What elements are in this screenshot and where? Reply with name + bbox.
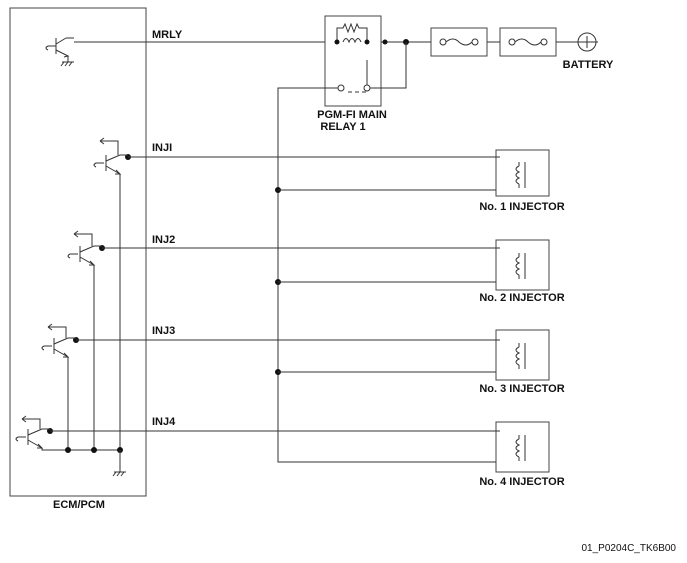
inj3-wire <box>68 337 500 341</box>
injector-2: No. 2 INJECTOR <box>479 239 565 304</box>
main-relay-box <box>324 15 382 107</box>
inj2-wire <box>94 245 500 249</box>
ecm-pcm-box <box>9 7 147 497</box>
inj3-signal-label: INJ3 <box>152 325 175 337</box>
inj4-signal-label: INJ4 <box>152 416 176 428</box>
fuse-icon <box>430 27 488 57</box>
main-relay: PGM-FI MAIN RELAY 1 <box>317 15 387 133</box>
battery-icon <box>577 32 597 52</box>
battery-label: BATTERY <box>563 59 614 71</box>
relay-label-line1: PGM-FI MAIN <box>317 109 387 121</box>
mrly-signal-label: MRLY <box>152 29 183 41</box>
inj3-transistor-icon <box>41 323 70 358</box>
injector-1-label: No. 1 INJECTOR <box>479 201 564 213</box>
fuse-icon <box>499 27 557 57</box>
ecm-pcm-label: ECM/PCM <box>53 499 105 511</box>
mrly-transistor-icon <box>45 37 74 67</box>
injector-2-label: No. 2 INJECTOR <box>479 292 564 304</box>
inj1-transistor-icon <box>93 137 122 175</box>
injector-4-label: No. 4 INJECTOR <box>479 476 564 488</box>
relay-label-line2: RELAY 1 <box>320 121 365 133</box>
inj4-transistor-icon <box>15 415 44 449</box>
figure-code: 01_P0204C_TK6B00 <box>581 543 676 554</box>
inj2-signal-label: INJ2 <box>152 234 175 246</box>
injector-3: No. 3 INJECTOR <box>479 329 565 395</box>
relay-switch-wire <box>370 42 407 89</box>
injector-1: No. 1 INJECTOR <box>479 149 565 213</box>
injector-supply-wire <box>277 87 500 463</box>
injector-3-label: No. 3 INJECTOR <box>479 383 564 395</box>
injector-4: No. 4 INJECTOR <box>479 421 565 488</box>
relay-coil-icon <box>342 38 362 44</box>
ecm-pcm-module: ECM/PCM <box>9 7 147 511</box>
inj1-signal-label: INJI <box>152 142 172 154</box>
inj4-wire <box>42 428 500 432</box>
relay-resistor-icon <box>336 22 368 42</box>
inj2-transistor-icon <box>67 230 96 266</box>
ground-icon <box>112 450 126 477</box>
inj1-wire <box>120 154 500 158</box>
